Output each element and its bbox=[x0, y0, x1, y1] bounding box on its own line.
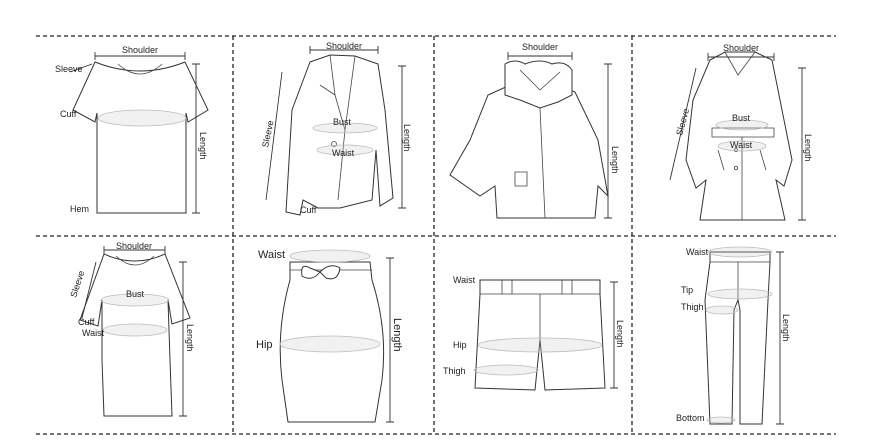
trench-coat-waist-label: Waist bbox=[730, 140, 753, 150]
blazer-waist-label: Waist bbox=[332, 148, 355, 158]
dress-waist-label: Waist bbox=[82, 328, 105, 338]
skirt-waist-label: Waist bbox=[258, 249, 285, 261]
dress-shoulder-label: Shoulder bbox=[116, 241, 152, 251]
skirt-illustration bbox=[279, 261, 385, 423]
skirt-hip-label: Hip bbox=[256, 339, 273, 351]
panel-trench-coat: Shoulder Sleeve Bust Waist Length bbox=[669, 43, 813, 221]
shorts-waist-label: Waist bbox=[453, 275, 476, 285]
dress-length-label: Length bbox=[185, 324, 195, 352]
trousers-waist-label: Waist bbox=[686, 247, 709, 257]
tshirt-hem-label: Hem bbox=[70, 204, 89, 214]
grid-lines bbox=[36, 35, 836, 435]
dress-cuff-label: Cuff bbox=[78, 317, 95, 327]
shorts-thigh-label: Thigh bbox=[443, 366, 466, 376]
blazer-cuff-label: Cuff bbox=[300, 205, 317, 215]
panel-shorts: Waist Hip Thigh Length bbox=[443, 275, 625, 391]
shorts-hip-label: Hip bbox=[453, 340, 467, 350]
blazer-shoulder-label: Shoulder bbox=[326, 41, 362, 51]
panel-cape-coat: Shoulder Length bbox=[449, 42, 620, 219]
trousers-length-label: Length bbox=[781, 314, 791, 342]
panel-blazer: Shoulder Sleeve Bust Waist Cuff Length bbox=[260, 41, 412, 216]
trench-coat-length-label: Length bbox=[803, 134, 813, 162]
cape-coat-shoulder-label: Shoulder bbox=[522, 42, 558, 52]
tshirt-sleeve-label: Sleeve bbox=[55, 64, 83, 74]
trench-coat-shoulder-label: Shoulder bbox=[723, 43, 759, 53]
cape-coat-illustration bbox=[449, 85, 609, 219]
trench-coat-bust-label: Bust bbox=[732, 113, 751, 123]
trench-coat-illustration bbox=[685, 51, 793, 221]
blazer-bust-label: Bust bbox=[333, 117, 352, 127]
tshirt-illustration bbox=[72, 61, 209, 214]
panel-skirt: Waist Hip Length bbox=[256, 249, 403, 423]
tshirt-cuff-label: Cuff bbox=[60, 109, 77, 119]
tshirt-shoulder-label: Shoulder bbox=[122, 45, 158, 55]
skirt-length-label: Length bbox=[391, 318, 403, 352]
trousers-tip-label: Tip bbox=[681, 285, 693, 295]
trousers-bottom-label: Bottom bbox=[676, 413, 705, 423]
trousers-thigh-label: Thigh bbox=[681, 302, 704, 312]
cape-coat-length-label: Length bbox=[610, 146, 620, 174]
trench-coat-sleeve-label: Sleeve bbox=[674, 107, 691, 136]
blazer-length-label: Length bbox=[402, 124, 412, 152]
blazer-illustration bbox=[285, 54, 394, 216]
dress-bust-label: Bust bbox=[126, 289, 145, 299]
panel-dress: Shoulder Sleeve Bust Cuff Waist Length bbox=[68, 241, 195, 417]
panel-trousers: Waist Tip Thigh Bottom Length bbox=[676, 246, 791, 425]
dress-sleeve-label: Sleeve bbox=[68, 269, 86, 298]
tshirt-length-label: Length bbox=[198, 132, 208, 160]
shorts-length-label: Length bbox=[615, 320, 625, 348]
trousers-illustration bbox=[704, 251, 771, 425]
panel-tshirt: Shoulder Sleeve Cuff Hem Length bbox=[55, 45, 209, 214]
